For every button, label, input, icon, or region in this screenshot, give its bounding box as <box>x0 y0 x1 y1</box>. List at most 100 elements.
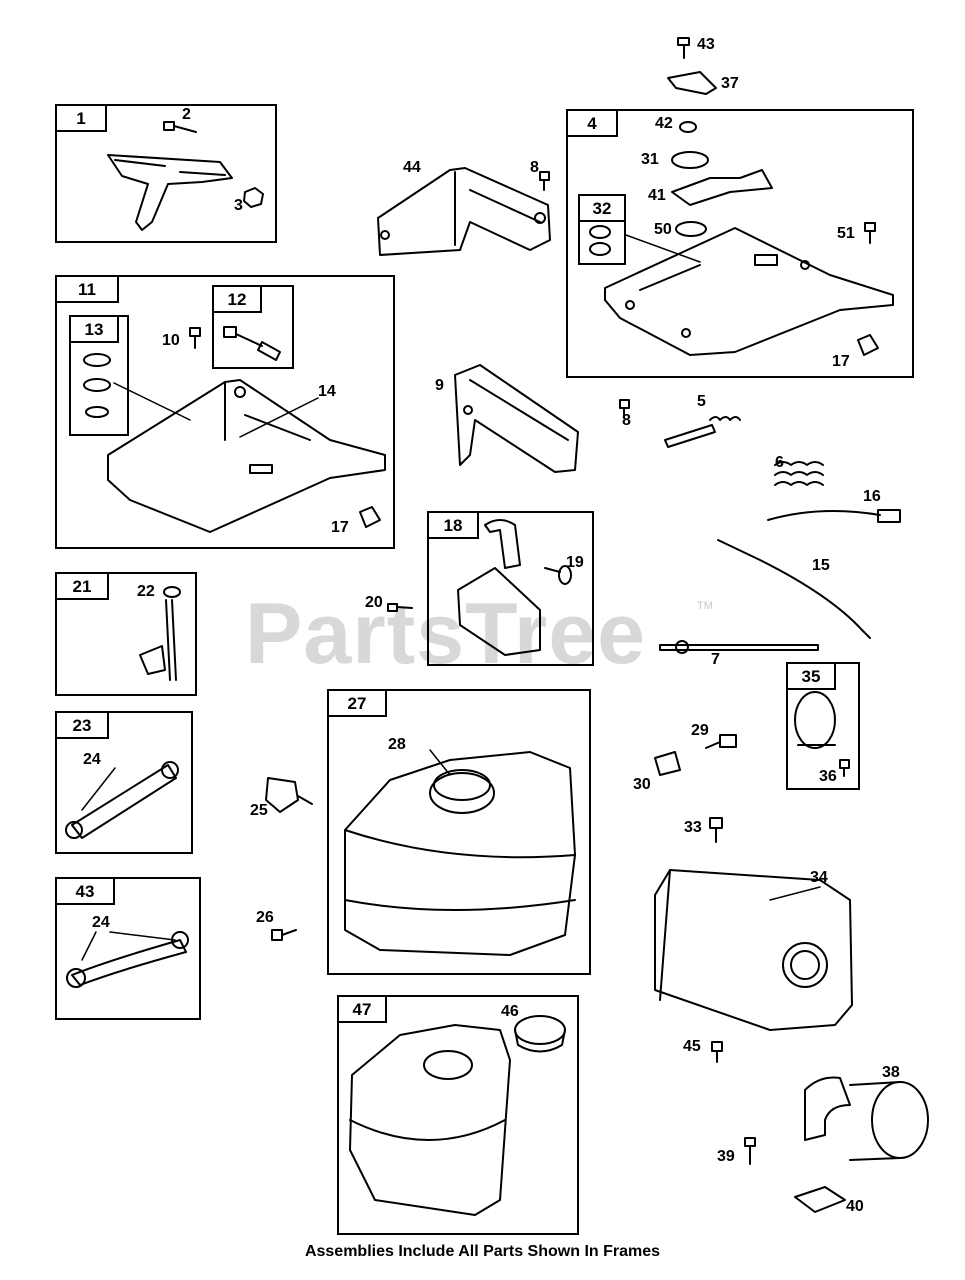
watermark: PartsTree <box>245 586 647 682</box>
screw-8a <box>539 171 550 191</box>
callout-46: 46 <box>501 1003 519 1020</box>
frame-27: 27 <box>327 689 591 975</box>
callout-8b: 8 <box>622 412 631 429</box>
nut-22 <box>163 586 181 598</box>
spring-6 <box>774 461 824 486</box>
frame-32-label: 32 <box>580 196 626 222</box>
watermark-trademark: TM <box>697 600 713 612</box>
bracket-30 <box>654 751 681 776</box>
callout-44: 44 <box>403 159 421 176</box>
frame-23: 23 <box>55 711 193 854</box>
gasket-40 <box>794 1186 846 1213</box>
frame-47: 47 <box>337 995 579 1235</box>
callout-45: 45 <box>683 1038 701 1055</box>
callout-20: 20 <box>365 594 383 611</box>
link-15 <box>717 539 871 639</box>
elbow-38 <box>804 1076 929 1161</box>
callout-24b: 24 <box>92 914 110 931</box>
fuel-line-23 <box>65 761 179 839</box>
callout-17a: 17 <box>832 353 850 370</box>
callout-30: 30 <box>633 776 651 793</box>
washer-50 <box>675 221 707 237</box>
callout-5: 5 <box>697 393 706 410</box>
bolt-33 <box>709 817 723 843</box>
callout-2: 2 <box>182 106 191 123</box>
screw-45 <box>711 1041 723 1063</box>
frame-1-label: 1 <box>57 106 107 132</box>
callout-19: 19 <box>566 554 584 571</box>
callout-34: 34 <box>810 869 828 886</box>
fuel-cap-46 <box>514 1015 566 1053</box>
callout-17b: 17 <box>331 519 349 536</box>
bolt-29 <box>705 734 737 749</box>
control-plate-11 <box>107 379 386 533</box>
callout-8a: 8 <box>530 159 539 176</box>
frame-12-label: 12 <box>214 287 262 313</box>
washer-32b <box>589 242 611 256</box>
nut-42 <box>679 121 697 133</box>
ignition-armature-18 <box>457 519 541 656</box>
callout-25: 25 <box>250 802 268 819</box>
callout-31: 31 <box>641 151 659 168</box>
clip-17a <box>857 334 879 356</box>
callout-3: 3 <box>234 197 243 214</box>
callout-9: 9 <box>435 377 444 394</box>
spring-5 <box>664 416 741 448</box>
screw-12 <box>223 326 281 361</box>
frame-1: 1 <box>55 104 277 243</box>
lever-41 <box>671 169 773 206</box>
screw-8b <box>619 399 630 419</box>
frame-21: 21 <box>55 572 197 696</box>
frame-18-label: 18 <box>429 513 479 539</box>
screw-36 <box>839 759 850 777</box>
washer-13a <box>83 353 111 367</box>
frame-13: 13 <box>69 315 129 436</box>
muffler-guard-35 <box>794 691 836 749</box>
frame-35: 35 <box>786 662 860 790</box>
frame-32: 32 <box>578 194 626 265</box>
frame-18: 18 <box>427 511 594 666</box>
bracket-9 <box>454 364 579 473</box>
frame-11: 11 <box>55 275 395 549</box>
callout-28: 28 <box>388 736 406 753</box>
washer-13b <box>83 378 111 392</box>
callout-15: 15 <box>812 557 830 574</box>
callout-40: 40 <box>846 1198 864 1215</box>
screw-26 <box>271 929 297 941</box>
callout-16: 16 <box>863 488 881 505</box>
clip-19 <box>544 565 572 585</box>
clip-17b <box>359 506 381 528</box>
wire-16 <box>767 509 901 523</box>
tie-7 <box>659 640 819 654</box>
screw-51 <box>864 222 876 244</box>
shutoff-valve-25 <box>265 777 313 813</box>
callout-43-top: 43 <box>697 36 715 53</box>
caption: Assemblies Include All Parts Shown In Fr… <box>304 1243 661 1260</box>
frame-47-label: 47 <box>339 997 387 1023</box>
callout-6: 6 <box>775 454 784 471</box>
callout-22: 22 <box>137 583 155 600</box>
control-plate-4 <box>604 227 894 356</box>
frame-43: 43 <box>55 877 201 1020</box>
callout-51: 51 <box>837 225 855 242</box>
callout-29: 29 <box>691 722 709 739</box>
callout-26: 26 <box>256 909 274 926</box>
leader-lines <box>81 234 821 961</box>
washer-13c <box>85 406 109 418</box>
callout-36: 36 <box>819 768 837 785</box>
governor-lever-1 <box>107 154 233 231</box>
control-bracket-44 <box>377 167 551 256</box>
screw-39 <box>744 1137 756 1165</box>
nut-3 <box>243 187 264 208</box>
frame-23-label: 23 <box>57 713 109 739</box>
callout-10: 10 <box>162 332 180 349</box>
callout-33: 33 <box>684 819 702 836</box>
callout-24a: 24 <box>83 751 101 768</box>
callout-42: 42 <box>655 115 673 132</box>
callout-41: 41 <box>648 187 666 204</box>
callout-39: 39 <box>717 1148 735 1165</box>
frame-11-label: 11 <box>57 277 119 303</box>
frame-43-label: 43 <box>57 879 115 905</box>
fuel-tank-27 <box>344 751 576 956</box>
